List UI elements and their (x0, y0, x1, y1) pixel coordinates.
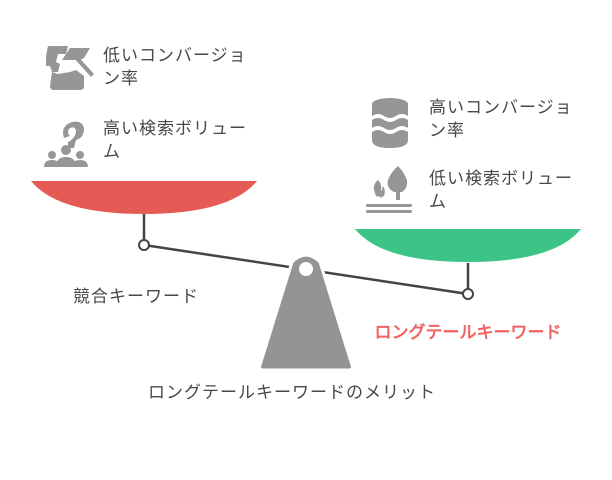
hand-coin-drop-icon (46, 46, 94, 90)
trees-landscape-icon (366, 166, 412, 213)
right-item-1-text: 高いコンバージョン率 (429, 98, 573, 141)
left-item-2-text: 高い検索ボリューム (103, 119, 247, 162)
right-item-2-text: 低い検索ボリューム (429, 169, 573, 212)
right-pan (355, 229, 581, 262)
left-joint (138, 239, 150, 251)
left-pan (31, 181, 257, 214)
left-side-label: 競合キーワード (73, 287, 199, 307)
diagram-title: ロングテールキーワードのメリット (148, 383, 436, 403)
right-joint (462, 288, 474, 300)
fulcrum-pivot (299, 262, 313, 276)
right-side-label: ロングテールキーワード (374, 323, 562, 343)
crowd-question-icon (44, 121, 88, 167)
left-item-1-text: 低いコンバージョン率 (103, 46, 247, 89)
fulcrum (258, 253, 354, 372)
database-stack-icon (372, 98, 408, 148)
